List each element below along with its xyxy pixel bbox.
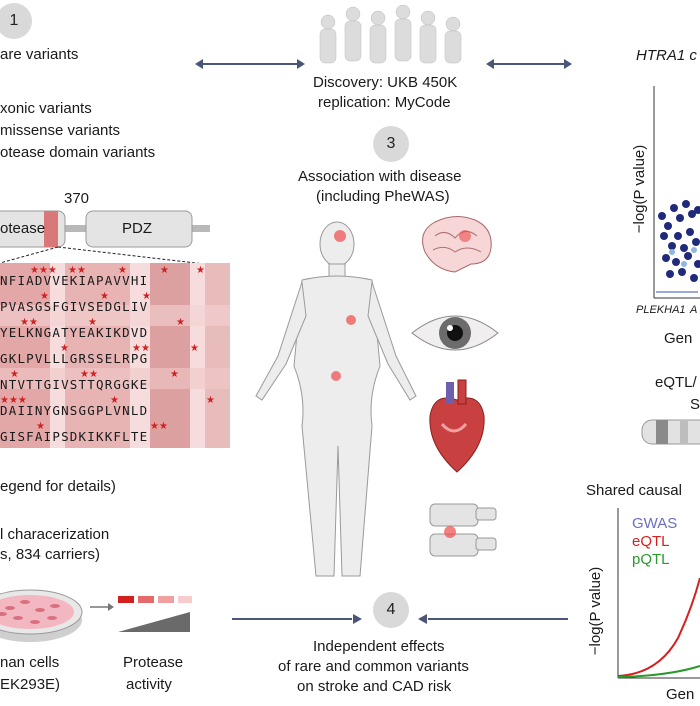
svg-text:★: ★ bbox=[60, 343, 69, 354]
svg-text:★★: ★★ bbox=[20, 317, 38, 328]
svg-text:★★★: ★★★ bbox=[30, 265, 57, 276]
sequence-row-7: GISFAIPSDKIKKFLTE bbox=[0, 429, 149, 444]
sequence-row-1: NFIADVVEKIAPAVVHI bbox=[0, 273, 149, 288]
svg-text:★★: ★★ bbox=[150, 421, 168, 432]
rare-variants-heading: are variants bbox=[0, 46, 79, 63]
gene-label-a: A bbox=[690, 304, 698, 316]
cells-label-1: nan cells bbox=[0, 654, 60, 671]
zoom-line-right bbox=[57, 246, 231, 268]
svg-text:★★★: ★★★ bbox=[0, 395, 27, 406]
svg-text:★★: ★★ bbox=[132, 343, 150, 354]
gene-label-plekha1: PLEKHA1 bbox=[636, 304, 686, 316]
replication-cohort-line: replication: MyCode bbox=[318, 94, 451, 111]
colocalization-plot bbox=[617, 508, 700, 679]
arrow-left-to-step4 bbox=[232, 614, 362, 624]
sequence-row-5: NTVTTGIVSTTQRGGKE bbox=[0, 377, 149, 392]
svg-text:★: ★ bbox=[206, 395, 215, 406]
top-plot-ylabel: −log(P value) bbox=[631, 144, 648, 234]
characterization-line-2: s, 834 carriers) bbox=[0, 546, 101, 563]
locus-zoom-scatter bbox=[653, 86, 700, 299]
svg-text:★: ★ bbox=[118, 265, 127, 276]
petri-dish-illustration bbox=[0, 589, 83, 642]
step-4-badge: 4 bbox=[373, 592, 409, 628]
heart-icon bbox=[429, 379, 485, 473]
sequence-row-6: DAIINYGNSGGPLVNLD bbox=[0, 403, 149, 418]
bottom-plot-ylabel: −log(P value) bbox=[587, 566, 604, 656]
protease-label: otease bbox=[0, 220, 46, 237]
step-3-badge: 3 bbox=[373, 126, 409, 162]
association-subtitle: (including PheWAS) bbox=[316, 188, 450, 205]
svg-text:★: ★ bbox=[190, 343, 199, 354]
position-370-label: 370 bbox=[64, 190, 90, 207]
legend-pqtl: pQTL bbox=[632, 551, 670, 568]
svg-text:★★: ★★ bbox=[80, 369, 98, 380]
svg-text:★: ★ bbox=[142, 291, 151, 302]
independent-effects-line-3: on stroke and CAD risk bbox=[297, 678, 452, 695]
legend-eqtl: eQTL bbox=[632, 533, 670, 550]
pdz-label: PDZ bbox=[122, 220, 152, 237]
step-1-badge: 1 bbox=[0, 3, 32, 39]
svg-text:★: ★ bbox=[176, 317, 185, 328]
shared-causal-title: Shared causal bbox=[586, 482, 682, 499]
brain-icon bbox=[422, 216, 492, 273]
sequence-row-4: GKLPVLLLGRSSELRPG bbox=[0, 351, 149, 366]
svg-text:★: ★ bbox=[36, 421, 45, 432]
sequence-row-2: PVASGSFGIVSEDGLIV bbox=[0, 299, 149, 314]
sequence-row-3: YELKNGATYEAKIKDVD bbox=[0, 325, 149, 340]
svg-text:★: ★ bbox=[100, 291, 109, 302]
eye-icon bbox=[411, 315, 499, 351]
svg-text:★: ★ bbox=[110, 395, 119, 406]
chromosome-ideogram bbox=[641, 419, 700, 445]
svg-text:★: ★ bbox=[40, 291, 49, 302]
bullet-protease-domain: otease domain variants bbox=[0, 144, 156, 161]
protease-activity-label-1: Protease bbox=[123, 654, 184, 671]
htra1-locus-title: HTRA1 c bbox=[636, 47, 697, 64]
arrow-right-to-step4 bbox=[418, 614, 568, 624]
top-plot-xlabel: Gen bbox=[664, 330, 693, 347]
characterization-line-1: l characerization bbox=[0, 526, 110, 543]
spine-vertebrae-icon bbox=[429, 503, 497, 557]
svg-text:★: ★ bbox=[88, 317, 97, 328]
independent-effects-line-1: Independent effects bbox=[313, 638, 445, 655]
legend-note: egend for details) bbox=[0, 478, 116, 495]
cells-to-activity-arrow bbox=[90, 603, 114, 611]
cells-label-2: EK293E) bbox=[0, 676, 61, 693]
arrow-discovery-to-right bbox=[486, 59, 572, 69]
independent-effects-line-2: of rare and common variants bbox=[278, 658, 469, 675]
bottom-plot-xlabel: Gen bbox=[666, 686, 695, 703]
pdz-domain-box bbox=[85, 210, 193, 248]
svg-text:★: ★ bbox=[160, 265, 169, 276]
variant-highlight bbox=[44, 211, 58, 247]
association-title: Association with disease bbox=[298, 168, 462, 185]
bullet-missense: missense variants bbox=[0, 122, 121, 139]
svg-text:★: ★ bbox=[196, 265, 205, 276]
population-crowd-illustration bbox=[319, 4, 462, 64]
svg-text:★★: ★★ bbox=[68, 265, 86, 276]
s-label: S bbox=[690, 396, 700, 413]
svg-text:★: ★ bbox=[170, 369, 179, 380]
svg-text:★: ★ bbox=[10, 369, 19, 380]
variant-star-marks: ★★★★★★★★ ★★★ ★★★★ ★★★★ ★★★★ ★★★★★ ★★★ bbox=[0, 265, 215, 432]
protease-activity-gauge bbox=[118, 596, 192, 632]
human-body-illustration bbox=[255, 221, 417, 577]
arrow-left-to-discovery bbox=[195, 59, 305, 69]
bullet-exonic: xonic variants bbox=[0, 100, 92, 117]
protease-activity-label-2: activity bbox=[126, 676, 172, 693]
legend-gwas: GWAS bbox=[632, 515, 678, 532]
sequence-alignment: NFIADVVEKIAPAVVHI PVASGSFGIVSEDGLIV YELK… bbox=[0, 263, 230, 448]
discovery-cohort-line: Discovery: UKB 450K bbox=[313, 74, 458, 91]
alignment-shading bbox=[0, 263, 230, 448]
eqtl-label: eQTL/ bbox=[655, 374, 697, 391]
zoom-line-left bbox=[0, 246, 59, 264]
protein-domain-diagram bbox=[0, 210, 231, 268]
